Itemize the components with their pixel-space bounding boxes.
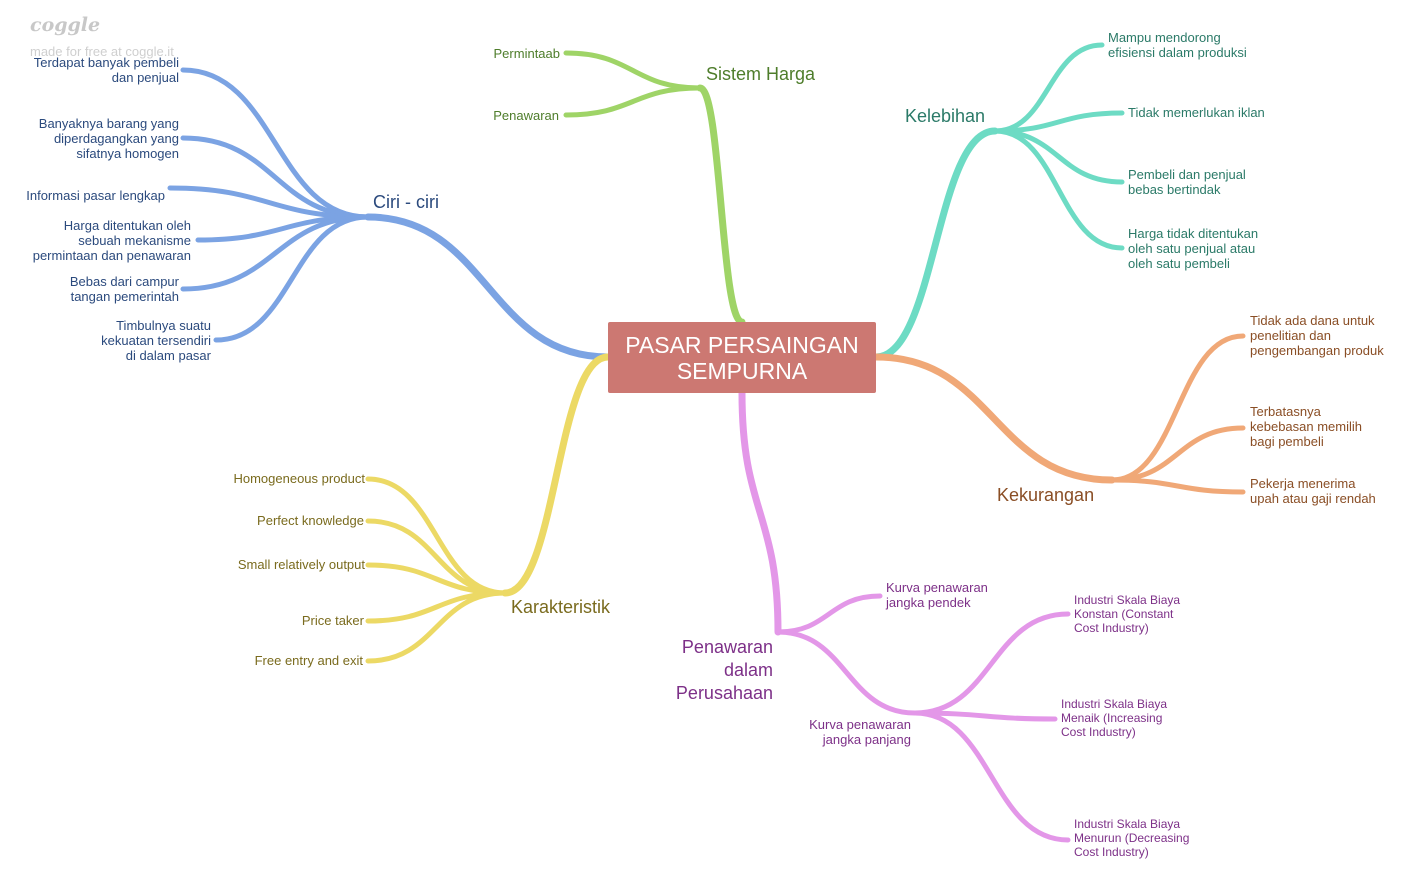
connector-karakteristik-item-5 [365,590,508,664]
connector-kekurangan-item-1 [1109,333,1246,483]
connector-ciri-item-6 [213,214,371,343]
sistem-harga-item-penawaran[interactable]: Penawaran [493,108,559,123]
penawaran-item-jangka-pendek[interactable]: Kurva penawaran jangka pendek [886,580,988,610]
sistem-harga-item-permintaan[interactable]: Permintaab [493,46,560,61]
connector-karakteristik-item-1 [365,476,508,596]
karakteristik-item-1[interactable]: Homogeneous product [233,471,365,486]
coggle-watermark: coggle made for free at coggle.it [30,14,174,59]
karakteristik-item-4[interactable]: Price taker [301,613,364,628]
kelebihan-item-2[interactable]: Tidak memerlukan iklan [1128,105,1265,120]
kelebihan-item-1[interactable]: Mampu mendorong efisiensi dalam produksi [1108,30,1247,60]
karakteristik-item-5[interactable]: Free entry and exit [254,653,363,668]
connector-root-kekurangan [872,353,1116,484]
connector-kekurangan-item-3 [1109,477,1246,495]
connector-ciri-item-1 [180,67,371,220]
connector-jangka-panjang-sub-1 [912,611,1071,716]
branch-penawaran-title[interactable]: Penawaran dalam Perusahaan [675,637,773,703]
coggle-logo: coggle [30,14,101,36]
branch-karakteristik-title[interactable]: Karakteristik [511,597,611,617]
ciri-item-1[interactable]: Terdapat banyak pembeli dan penjual [33,55,179,85]
connector-sh-penawaran [563,85,703,118]
connector-root-sistem-harga [696,84,746,326]
ciri-item-4[interactable]: Harga ditentukan oleh sebuah mekanisme p… [32,218,191,263]
branch-ciri-title[interactable]: Ciri - ciri [373,192,439,212]
connector-root-kelebihan [872,127,999,361]
connector-ciri-item-5 [180,214,371,292]
connector-kelebihan-item-2 [992,110,1125,134]
jangka-panjang-sub-constant[interactable]: Industri Skala Biaya Konstan (Constant C… [1074,593,1181,635]
connector-sh-permintaan [563,50,703,91]
kekurangan-item-1[interactable]: Tidak ada dana untuk penelitian dan peng… [1250,313,1384,358]
jangka-panjang-sub-decreasing[interactable]: Industri Skala Biaya Menurun (Decreasing… [1074,817,1190,859]
kelebihan-item-3[interactable]: Pembeli dan penjual bebas bertindak [1128,167,1246,197]
ciri-item-5[interactable]: Bebas dari campur tangan pemerintah [69,274,179,304]
coggle-tagline: made for free at coggle.it [30,44,174,59]
branch-sistem-harga-title[interactable]: Sistem Harga [706,64,816,84]
jangka-panjang-sub-increasing[interactable]: Industri Skala Biaya Menaik (Increasing … [1061,697,1168,739]
kekurangan-item-3[interactable]: Pekerja menerima upah atau gaji rendah [1250,476,1376,506]
karakteristik-item-2[interactable]: Perfect knowledge [257,513,364,528]
connector-root-ciri [364,213,612,361]
connector-penawaran-jangka-pendek [775,593,883,635]
connector-jangka-panjang-sub-3 [912,710,1071,843]
karakteristik-item-3[interactable]: Small relatively output [237,557,365,572]
connector-kelebihan-item-3 [992,128,1125,185]
connector-kelebihan-item-4 [992,128,1125,251]
ciri-item-6[interactable]: Timbulnya suatu kekuatan tersendiri di d… [101,318,211,363]
kelebihan-item-4[interactable]: Harga tidak ditentukan oleh satu penjual… [1128,226,1259,271]
branch-kelebihan-title[interactable]: Kelebihan [905,106,986,126]
branch-kekurangan-title[interactable]: Kekurangan [997,485,1095,505]
root-node[interactable]: PASAR PERSAINGAN SEMPURNA [608,322,876,393]
connector-kelebihan-item-1 [992,42,1105,134]
ciri-item-2[interactable]: Banyaknya barang yang diperdagangkan yan… [38,116,179,161]
connector-ciri-item-3 [167,185,371,220]
connector-jangka-panjang-sub-2 [912,710,1058,722]
penawaran-item-jangka-panjang[interactable]: Kurva penawaran jangka panjang [809,717,911,747]
ciri-item-3[interactable]: Informasi pasar lengkap [26,188,165,203]
connector-penawaran-jangka-panjang [775,629,918,716]
connector-kekurangan-item-2 [1109,425,1246,483]
kekurangan-item-2[interactable]: Terbatasnya kebebasan memilih bagi pembe… [1250,404,1363,449]
connector-root-karakteristik [501,353,612,597]
connector-root-penawaran [738,389,782,636]
